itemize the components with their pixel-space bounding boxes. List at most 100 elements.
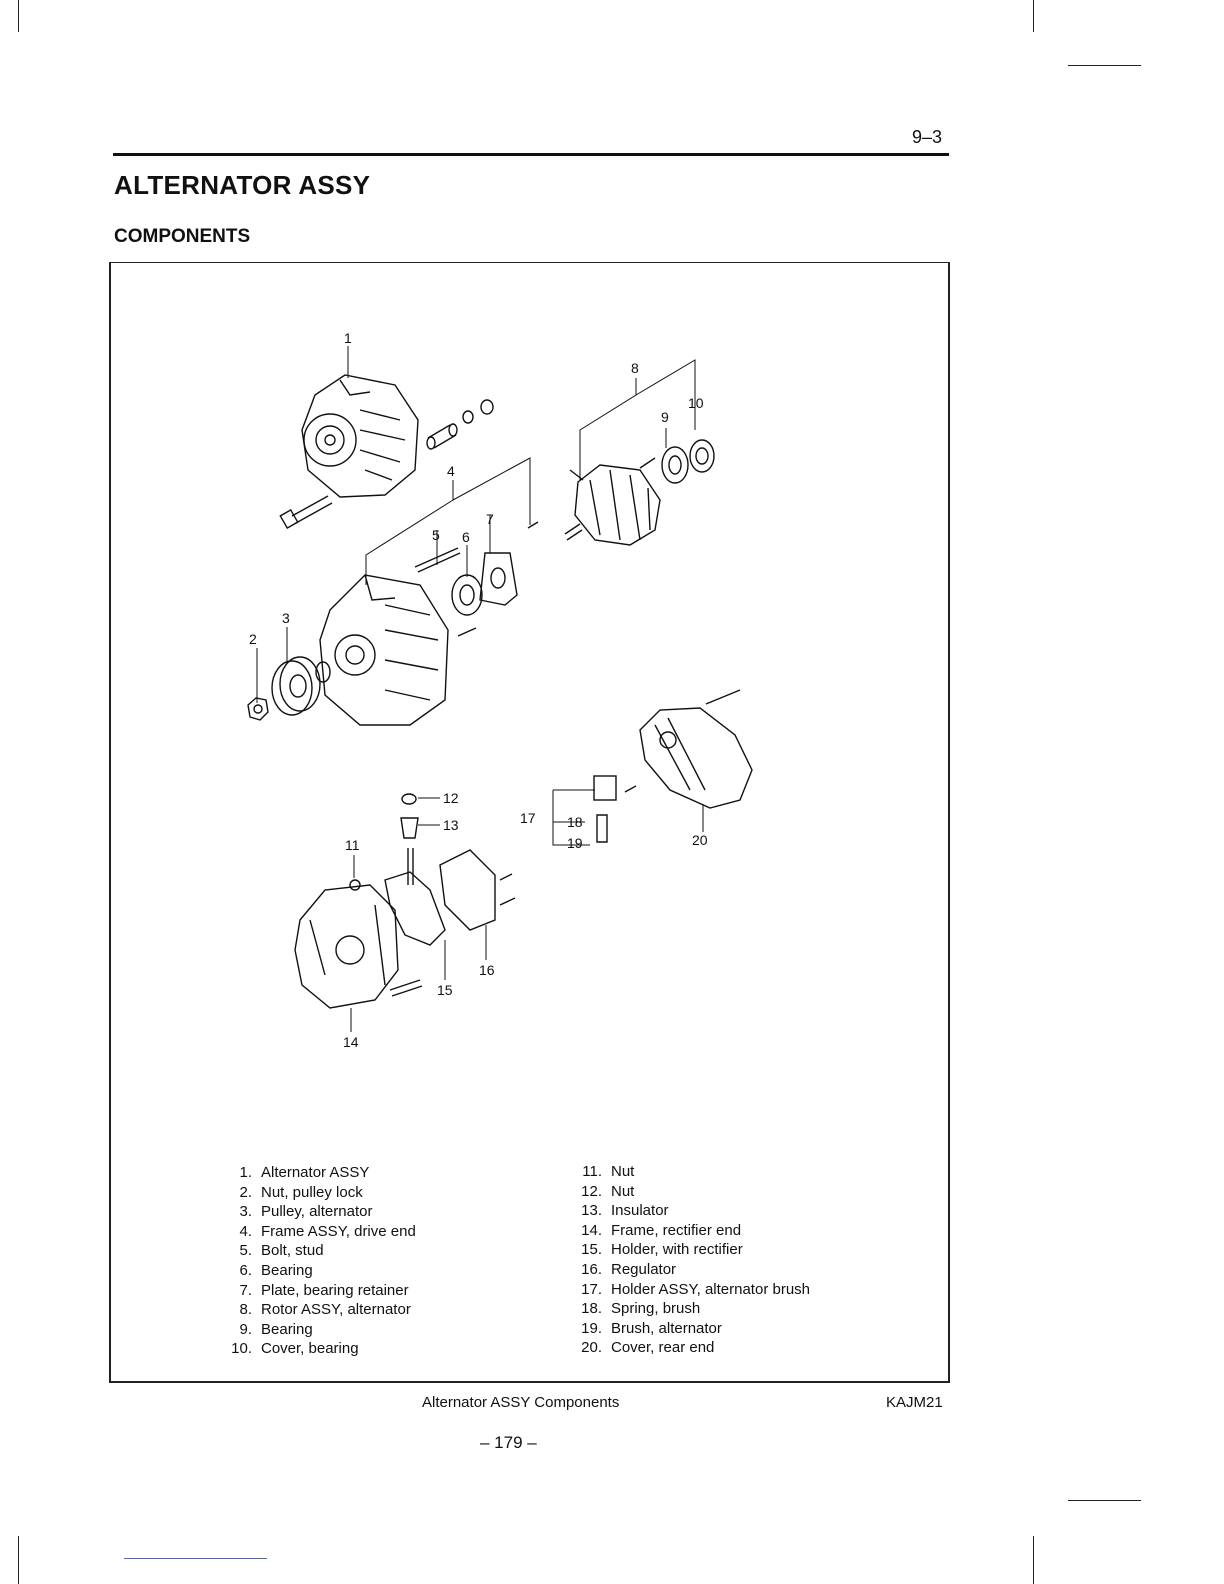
legend-number: 14. xyxy=(581,1221,602,1239)
callout-19: 19 xyxy=(567,835,583,851)
page-title: ALTERNATOR ASSY xyxy=(114,170,371,200)
callout-17: 17 xyxy=(520,810,536,826)
callout-6: 6 xyxy=(462,529,470,545)
pulley-part xyxy=(271,656,321,716)
legend-text: Nut xyxy=(611,1182,635,1200)
legend-text: Holder ASSY, alternator brush xyxy=(611,1280,811,1298)
legend-number: 10. xyxy=(231,1340,252,1358)
legend-text: Cover, rear end xyxy=(611,1339,715,1357)
nut-11-part xyxy=(349,879,361,891)
section-subtitle: COMPONENTS xyxy=(114,226,251,247)
callout-3: 3 xyxy=(282,610,290,626)
legend-item: 12. Nut xyxy=(572,1182,810,1202)
legend-item: 6.Bearing xyxy=(222,1261,416,1281)
legend-number: 2. xyxy=(239,1183,252,1201)
legend-text: Frame, rectifier end xyxy=(611,1221,742,1239)
callout-4: 4 xyxy=(447,463,455,479)
callout-1: 1 xyxy=(344,330,352,346)
crop-mark-bottom-left xyxy=(18,1536,19,1584)
legend-item: 2. Nut, pulley lock xyxy=(222,1183,416,1203)
legend-number: 20. xyxy=(581,1339,602,1357)
legend-number: 15. xyxy=(581,1241,602,1259)
legend-number: 5. xyxy=(239,1242,252,1260)
callout-9: 9 xyxy=(661,409,669,425)
pulley-lock-nut-part xyxy=(247,697,269,721)
header-rule xyxy=(113,153,949,156)
crop-mark-right-top xyxy=(1068,65,1141,66)
small-screw-part xyxy=(457,521,539,637)
legend-item: 1. Alternator ASSY xyxy=(222,1163,416,1183)
bearing-9-part xyxy=(661,446,689,484)
legend-text: Nut xyxy=(611,1163,635,1180)
callout-15: 15 xyxy=(437,982,453,998)
legend-item: 5.Bolt, stud xyxy=(222,1241,416,1261)
spacer-part xyxy=(426,399,494,450)
alternator-assy-part xyxy=(301,374,419,498)
exploded-view-diagram: 1 2 3 4 5 6 7 8 9 10 11 12 13 14 15 16 1… xyxy=(247,330,753,1050)
legend-number: 11. xyxy=(582,1163,602,1180)
parts-legend-left: 1. Alternator ASSY 2. Nut, pulley lock 3. Pul… xyxy=(222,1163,416,1359)
legend-text: Bearing xyxy=(261,1320,313,1338)
legend-text: Spring, brush xyxy=(611,1300,701,1318)
figure-caption: Alternator ASSY Components xyxy=(422,1394,620,1411)
crop-mark-top-right xyxy=(1033,0,1034,32)
legend-text: Brush, alternator xyxy=(611,1319,722,1337)
legend-text: Pulley, alternator xyxy=(261,1203,373,1221)
legend-item: 15.Holder, with rectifier xyxy=(572,1240,810,1260)
callout-12: 12 xyxy=(443,790,459,806)
legend-item: 10. Cover, bearing xyxy=(222,1339,416,1359)
callout-16: 16 xyxy=(479,962,495,978)
frame-drive-end-part xyxy=(319,574,449,726)
legend-number: 4. xyxy=(239,1222,252,1240)
legend-item: 13. Insulator xyxy=(572,1201,810,1221)
legend-text: Regulator xyxy=(611,1260,677,1278)
bearing-cover-10-part xyxy=(689,439,715,473)
rectifier-holder-part xyxy=(384,871,446,946)
legend-item: 14. Frame, rectifier end xyxy=(572,1221,810,1241)
legend-text: Alternator ASSY xyxy=(261,1164,370,1181)
bottom-blue-rule xyxy=(124,1558,267,1559)
legend-text: Cover, bearing xyxy=(261,1340,359,1358)
legend-item: 17. Holder ASSY, alternator brush xyxy=(572,1280,810,1300)
legend-text: Bearing xyxy=(261,1261,313,1279)
page-number-footer: – 179 – xyxy=(480,1433,537,1452)
callout-20: 20 xyxy=(692,832,708,848)
legend-item: 4. Frame ASSY, drive end xyxy=(222,1222,416,1242)
callout-7: 7 xyxy=(486,511,494,527)
legend-number: 8. xyxy=(239,1301,252,1319)
legend-number: 13. xyxy=(581,1202,602,1220)
callout-13: 13 xyxy=(443,817,459,833)
callout-5: 5 xyxy=(432,527,440,543)
legend-text: Nut, pulley lock xyxy=(261,1183,363,1201)
spacer-ring-part xyxy=(315,661,331,683)
legend-number: 19. xyxy=(581,1319,602,1337)
legend-text: Rotor ASSY, alternator xyxy=(261,1301,411,1319)
legend-item: 7.Plate, bearing retainer xyxy=(222,1281,416,1301)
crop-mark-right-bottom xyxy=(1068,1500,1141,1501)
legend-number: 12. xyxy=(581,1182,602,1200)
callout-10: 10 xyxy=(688,395,704,411)
regulator-part xyxy=(439,849,516,931)
crop-mark-bottom-right xyxy=(1033,1536,1034,1584)
bolt-part xyxy=(279,495,333,530)
legend-item: 20. Cover, rear end xyxy=(572,1338,810,1358)
legend-number: 18. xyxy=(581,1300,602,1318)
callout-11: 11 xyxy=(345,837,360,853)
legend-item: 19. Brush, alternator xyxy=(572,1319,810,1339)
page-number-top: 9–3 xyxy=(912,127,943,147)
legend-number: 1. xyxy=(239,1164,252,1181)
callout-14: 14 xyxy=(343,1034,359,1050)
legend-number: 9. xyxy=(239,1320,252,1338)
legend-number: 3. xyxy=(239,1203,252,1221)
rotor-assy-part xyxy=(564,457,661,546)
legend-text: Frame ASSY, drive end xyxy=(261,1222,416,1240)
rear-end-cover-part xyxy=(639,689,753,809)
legend-number: 17. xyxy=(581,1280,602,1298)
legend-text: Insulator xyxy=(611,1202,669,1220)
legend-item: 11. Nut xyxy=(572,1162,810,1182)
bearing-6-part xyxy=(451,574,483,616)
brush-holder-part xyxy=(593,775,637,843)
legend-item: 8. Rotor ASSY, alternator xyxy=(222,1300,416,1320)
retainer-plate-part xyxy=(479,552,518,606)
legend-item: 16.Regulator xyxy=(572,1260,810,1280)
